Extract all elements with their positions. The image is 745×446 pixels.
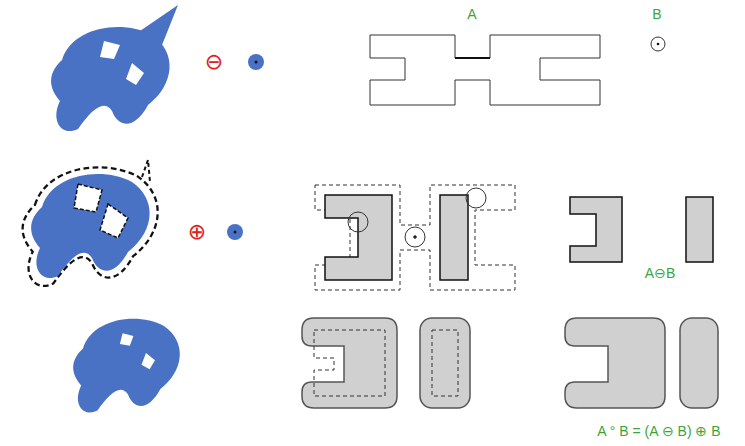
eroded-part — [325, 195, 392, 280]
result-label: A⊖B — [645, 266, 676, 281]
set-label: B — [652, 7, 661, 22]
eroded-dashed — [314, 330, 385, 396]
dilated-part — [302, 318, 397, 408]
thin-bridge — [455, 57, 490, 59]
probe-disc — [348, 188, 486, 247]
eroded-dashed — [432, 330, 458, 396]
opening-result — [565, 318, 665, 408]
operator-symbol: ⊖ — [205, 50, 223, 74]
eroded-part — [440, 195, 468, 280]
eroded-blob — [23, 160, 158, 286]
set-label: A — [467, 7, 476, 22]
structuring-element — [227, 224, 243, 240]
set-a-dashed — [315, 185, 515, 290]
structuring-element — [248, 54, 264, 70]
opened-blob — [73, 319, 180, 413]
set-b-disc — [651, 37, 665, 51]
erosion-result — [570, 197, 622, 262]
operator-symbol: ⊕ — [188, 220, 206, 244]
set-blob — [51, 5, 178, 131]
dilated-part — [420, 318, 470, 408]
opening-result — [680, 318, 718, 408]
set-a-outline — [370, 35, 600, 105]
erosion-result — [686, 197, 713, 262]
formula: A ° B = (A ⊖ B) ⊕ B — [597, 424, 720, 439]
